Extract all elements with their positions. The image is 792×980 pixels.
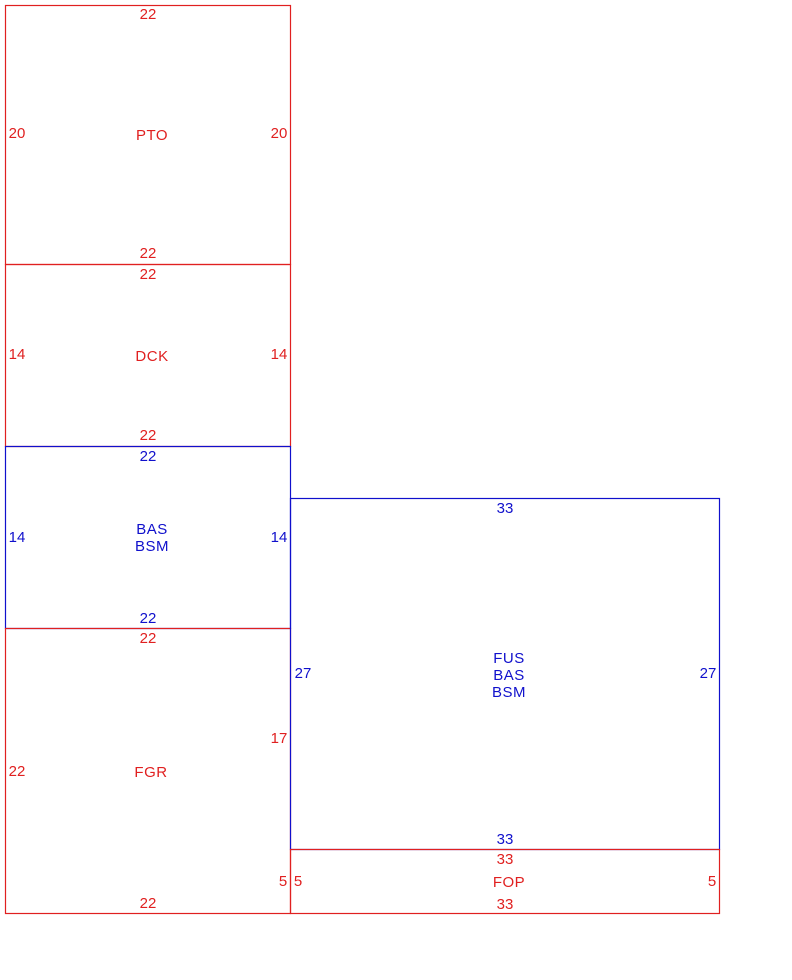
dimension-bas-left-left: 14 <box>9 529 26 546</box>
room-label-fgr-0: FGR <box>134 764 167 781</box>
dimension-fus-bottom: 33 <box>497 831 514 848</box>
room-label-bas-left-1: BSM <box>135 538 169 555</box>
dimension-fop-right: 5 <box>708 873 716 890</box>
dimension-fgr-left: 22 <box>9 763 26 780</box>
dimension-fop-bottom: 33 <box>497 896 514 913</box>
dimension-bas-left-right: 14 <box>271 529 288 546</box>
dimension-pto-left: 20 <box>9 125 26 142</box>
room-fgr: FGR 22 22 22 17 5 <box>4 627 292 915</box>
dimension-pto-top: 22 <box>140 6 157 23</box>
dimension-fus-top: 33 <box>497 500 514 517</box>
dimension-dck-right: 14 <box>271 346 288 363</box>
dimension-bas-left-bottom: 22 <box>140 610 157 627</box>
room-label-fus-1: BAS <box>493 667 525 684</box>
dimension-fop-left: 5 <box>294 873 302 890</box>
dimension-bas-left-top: 22 <box>140 448 157 465</box>
room-fop: FOP 33 33 5 5 <box>289 848 721 915</box>
dimension-fgr-right-upper: 17 <box>271 730 288 747</box>
room-outline-fop <box>289 848 721 915</box>
room-label-fus-0: FUS <box>493 650 525 667</box>
room-label-fop-0: FOP <box>493 874 525 891</box>
dimension-fus-right: 27 <box>700 665 717 682</box>
dimension-fop-top: 33 <box>497 851 514 868</box>
room-dck: DCK 22 22 14 14 <box>4 263 292 448</box>
dimension-fus-left: 27 <box>295 665 312 682</box>
dimension-fgr-bottom: 22 <box>140 895 157 912</box>
room-label-fus-2: BSM <box>492 684 526 701</box>
dimension-fgr-right-lower: 5 <box>279 873 287 890</box>
dimension-dck-left: 14 <box>9 346 26 363</box>
dimension-pto-bottom: 22 <box>140 245 157 262</box>
room-label-pto-0: PTO <box>136 127 168 144</box>
room-label-bas-left-0: BAS <box>136 521 168 538</box>
dimension-dck-bottom: 22 <box>140 427 157 444</box>
dimension-fgr-top: 22 <box>140 630 157 647</box>
room-label-dck-0: DCK <box>135 348 168 365</box>
room-pto: PTO 22 22 20 20 <box>4 4 292 266</box>
dimension-pto-right: 20 <box>271 125 288 142</box>
dimension-dck-top: 22 <box>140 266 157 283</box>
